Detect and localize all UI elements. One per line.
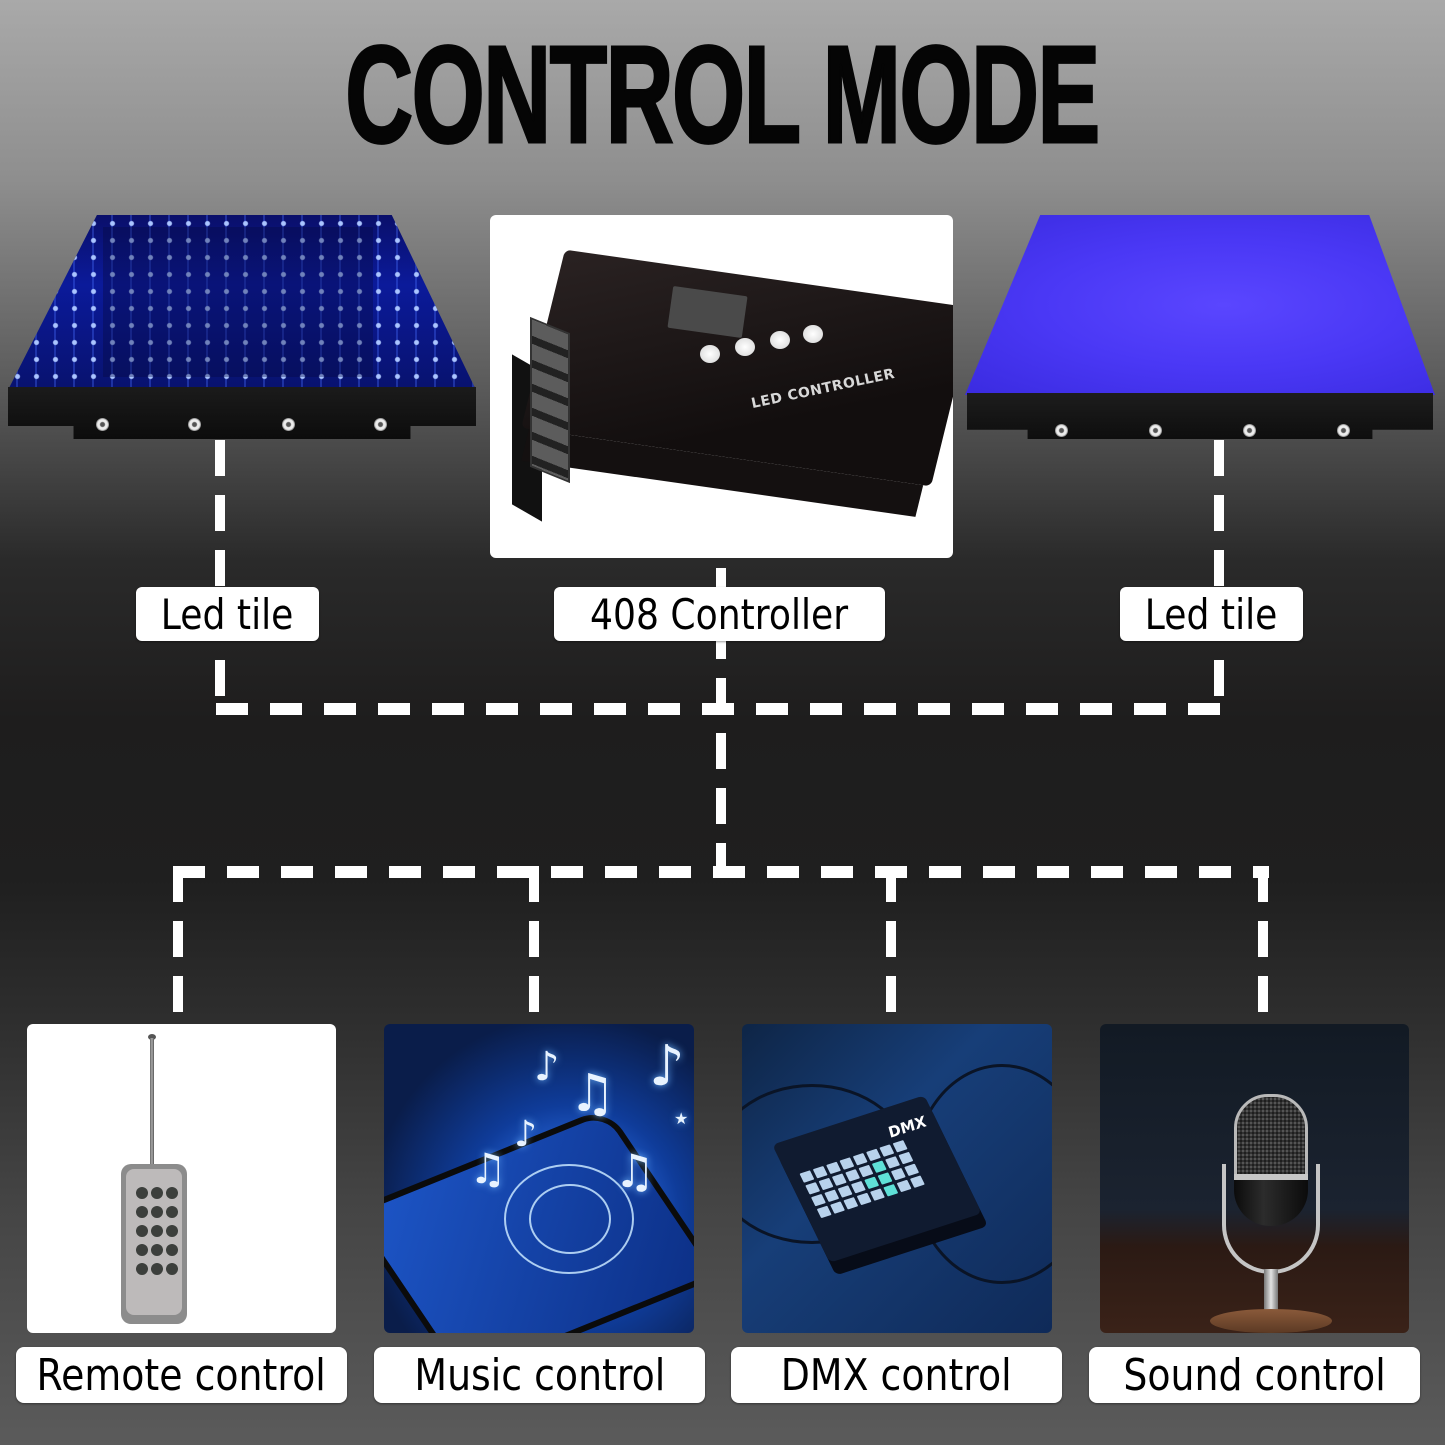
dmx-device-text: DMX [884,1112,930,1142]
label-sound-control: Sound control [1089,1347,1420,1403]
screw-icon [1055,424,1068,437]
sound-ring [529,1184,611,1254]
label-text: Remote control [36,1349,327,1401]
page-title: CONTROL MODE [0,16,1445,173]
mic-base [1210,1309,1332,1333]
screw-icon [1337,424,1350,437]
music-note-icon: ♫ [469,1144,507,1193]
screw-icon [96,418,109,431]
screw-icon [188,418,201,431]
remote-keypad [136,1187,178,1275]
music-control-image: ♪ ♫ ♪ ♫ ♪ ♫ ★ [384,1024,694,1333]
music-note-icon: ♪ [514,1114,537,1155]
label-text: Music control [414,1349,665,1401]
music-note-icon: ♫ [614,1144,656,1198]
music-note-icon: ♫ [569,1064,616,1124]
title-text: CONTROL MODE [345,16,1102,173]
connector-controller [716,568,726,868]
connector-music [529,866,539,1022]
ethernet-ports [530,316,570,484]
label-text: Led tile [161,589,294,639]
label-408-controller: 408 Controller [554,587,885,641]
dmx-pads [799,1140,925,1219]
led-tile-right-image [965,215,1435,440]
antenna-tip [148,1034,156,1040]
led-tile-left-image [8,215,476,440]
connector-sound [1258,866,1268,1022]
connector-dmx [886,866,896,1022]
screw-icon [282,418,295,431]
infinity-mirror-surface [8,215,476,390]
remote-icon [121,1164,187,1324]
tile-frame [967,393,1433,439]
label-led-tile-right: Led tile [1120,587,1303,641]
music-note-icon: ♪ [649,1034,685,1099]
tile-frame [8,387,476,439]
antenna [150,1038,154,1168]
solid-glow-surface [965,215,1435,395]
microphone-icon [1234,1094,1308,1184]
sound-control-image [1100,1024,1409,1333]
label-led-tile-left: Led tile [136,587,319,641]
mirror-depth [103,227,373,377]
label-text: 408 Controller [590,589,849,639]
screw-icon [1243,424,1256,437]
screw-icon [1149,424,1162,437]
connector-left-tile [215,440,225,710]
connector-remote [173,866,183,1022]
label-text: Led tile [1145,589,1278,639]
controller-device: LED CONTROLLER [512,243,953,522]
connector-top-bus [216,703,1224,715]
label-text: DMX control [781,1349,1012,1401]
label-remote-control: Remote control [16,1347,347,1403]
connector-right-tile [1214,440,1224,710]
screw-icon [374,418,387,431]
menu-button-icon [700,345,720,363]
dmx-control-image: DMX [742,1024,1052,1333]
controller-image: LED CONTROLLER [490,215,953,558]
connector-bottom-bus [173,866,1269,878]
music-note-icon: ♪ [534,1044,560,1090]
mode-plus-button-icon [803,325,823,343]
speed-button-icon [735,338,755,356]
label-dmx-control: DMX control [731,1347,1062,1403]
label-text: Sound control [1123,1349,1386,1401]
remote-face [126,1169,182,1315]
remote-control-image [27,1024,336,1333]
sound-ring [504,1164,634,1274]
label-music-control: Music control [374,1347,705,1403]
star-icon: ★ [674,1109,689,1128]
mode-minus-button-icon [770,331,790,349]
